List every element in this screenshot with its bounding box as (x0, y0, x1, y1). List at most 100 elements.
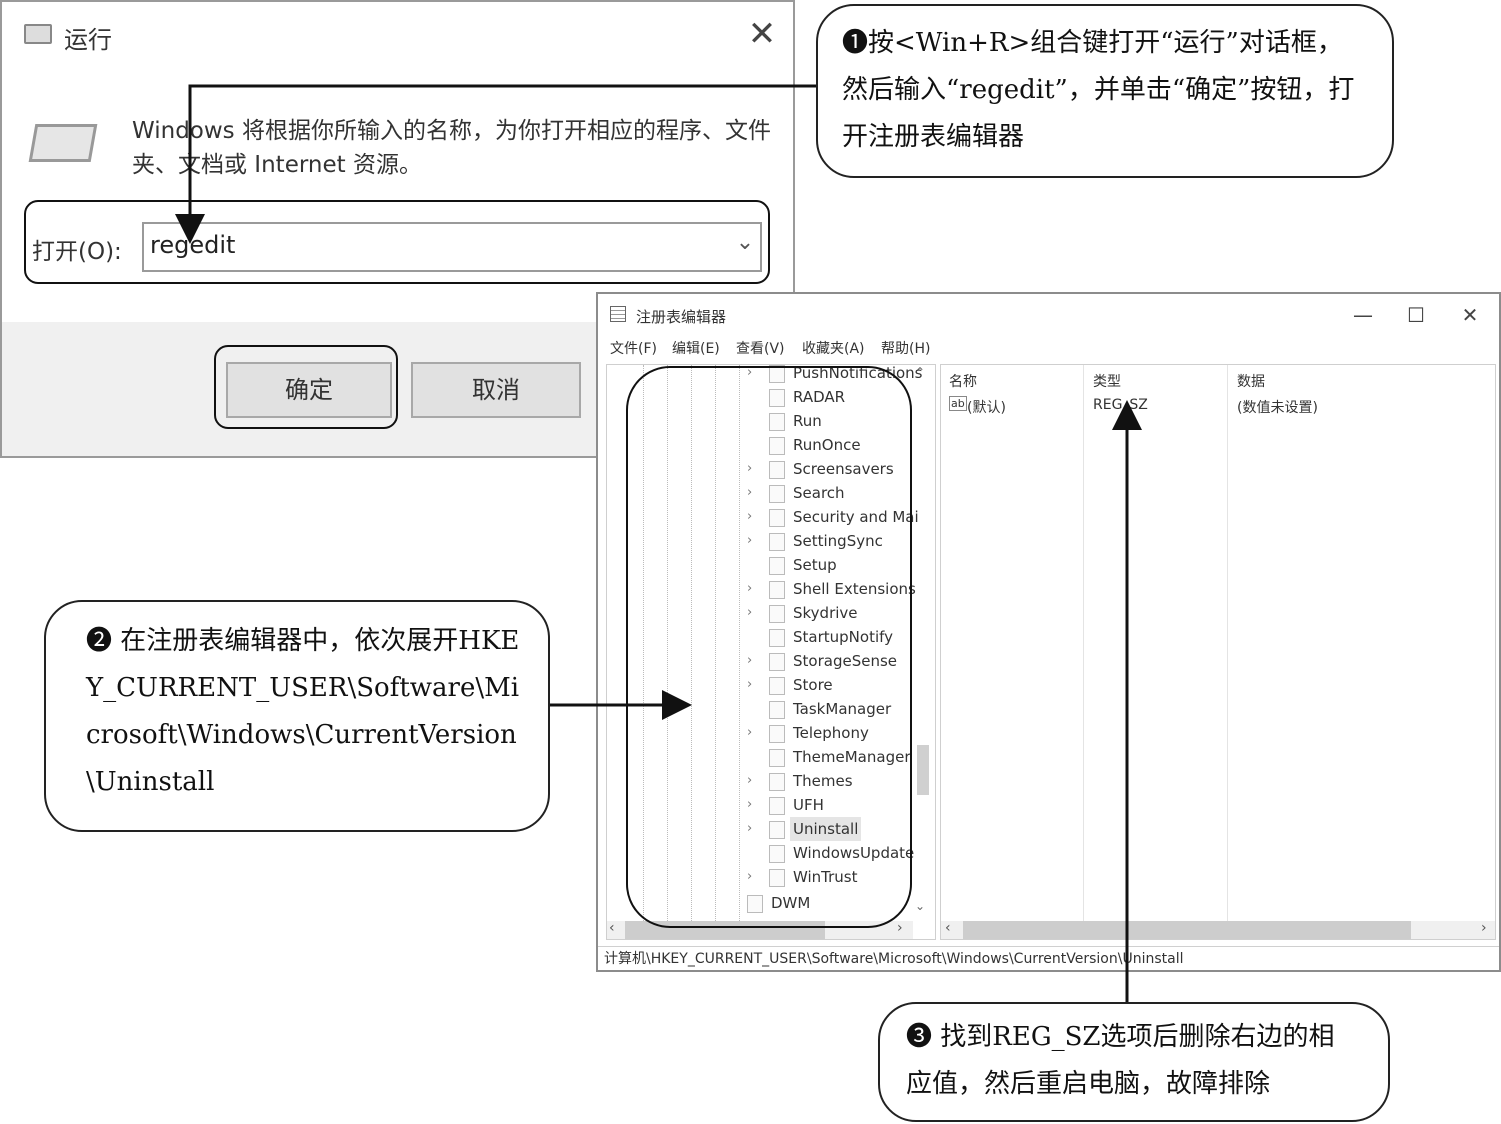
scroll-left-icon[interactable]: ‹ (609, 920, 615, 936)
folder-icon (769, 725, 785, 743)
chevron-right-icon[interactable]: › (747, 581, 753, 596)
tree-item-label: RunOnce (793, 436, 861, 454)
folder-icon (769, 653, 785, 671)
callout-step1: ❶按<Win+R>组合键打开“运行”对话框，然后输入“regedit”，并单击“… (816, 4, 1394, 178)
ok-button[interactable]: 确定 (226, 362, 392, 418)
regedit-menubar: 文件(F) 编辑(E) 查看(V) 收藏夹(A) 帮助(H) (598, 334, 1499, 362)
tree-item-label: Security and Mai (793, 508, 919, 526)
callout-step2: ❷ 在注册表编辑器中，依次展开HKEY_CURRENT_USER\Softwar… (44, 600, 550, 832)
tree-item[interactable]: ›Screensavers (747, 457, 935, 481)
tree-item[interactable]: RADAR (747, 385, 935, 409)
tree-item-label: Setup (793, 556, 837, 574)
tree-item[interactable]: › SettingSync (747, 529, 935, 553)
highlight-tree (626, 366, 912, 928)
tree-scroll-down-icon[interactable]: ⌄ (915, 899, 926, 913)
scroll-right-icon[interactable]: › (1481, 920, 1487, 936)
column-type[interactable]: 类型 (1093, 374, 1121, 390)
chevron-right-icon[interactable]: › (747, 485, 753, 500)
menu-favorites[interactable]: 收藏夹(A) (802, 341, 865, 357)
tree-item-label: UFH (793, 796, 824, 814)
chevron-right-icon[interactable]: › (747, 509, 753, 524)
value-name[interactable]: (默认) (967, 400, 1006, 416)
menu-help[interactable]: 帮助(H) (881, 341, 931, 357)
chevron-right-icon[interactable]: › (747, 797, 753, 812)
tree-item[interactable]: TaskManager (747, 697, 935, 721)
folder-icon (769, 461, 785, 479)
folder-icon (769, 437, 785, 455)
tree-item[interactable]: ThemeManager (747, 745, 935, 769)
maximize-icon[interactable]: ☐ (1407, 303, 1425, 327)
folder-icon (769, 869, 785, 887)
regedit-app-icon (610, 306, 626, 322)
run-titlebar: 运行 ✕ (2, 2, 793, 68)
column-name[interactable]: 名称 (949, 374, 977, 390)
tree-scroll-up-icon[interactable]: ⌃ (915, 365, 926, 379)
chevron-right-icon[interactable]: › (747, 869, 753, 884)
tree-item-label: StorageSense (793, 652, 897, 670)
folder-icon (769, 413, 785, 431)
close-icon[interactable]: ✕ (747, 14, 777, 54)
column-data[interactable]: 数据 (1237, 374, 1265, 390)
tree-item[interactable]: › StorageSense (747, 649, 935, 673)
string-value-icon: ab (949, 396, 967, 411)
tree-item[interactable]: › Skydrive (747, 601, 935, 625)
tree-item[interactable]: Setup (747, 553, 935, 577)
value-data[interactable]: (数值未设置) (1237, 400, 1318, 416)
chevron-right-icon[interactable]: › (747, 461, 753, 476)
tree-item[interactable]: ›Shell Extensions (747, 577, 935, 601)
run-app-icon (24, 24, 52, 44)
tree-item-label: Run (793, 412, 822, 430)
folder-icon (769, 821, 785, 839)
tree-item[interactable]: ›Store (747, 673, 935, 697)
tree-item-label: Search (793, 484, 845, 502)
tree-item[interactable]: ›Themes (747, 769, 935, 793)
folder-icon (769, 509, 785, 527)
tree-hscroll-thumb[interactable] (625, 921, 825, 939)
folder-icon (769, 605, 785, 623)
scroll-left-icon[interactable]: ‹ (945, 920, 951, 936)
tree-item[interactable]: › Search (747, 481, 935, 505)
chevron-right-icon[interactable]: › (747, 653, 753, 668)
folder-icon (769, 485, 785, 503)
status-path: 计算机\HKEY_CURRENT_USER\Software\Microsoft… (598, 946, 1499, 970)
tree-item[interactable]: RunOnce (747, 433, 935, 457)
chevron-right-icon[interactable]: › (747, 605, 753, 620)
tree-item[interactable]: ›WinTrust (747, 865, 935, 889)
tree-item[interactable]: StartupNotify (747, 625, 935, 649)
chevron-right-icon[interactable]: › (747, 533, 753, 548)
regedit-title: 注册表编辑器 (636, 308, 727, 326)
tree-item-label: RADAR (793, 388, 846, 406)
folder-icon (769, 797, 785, 815)
chevron-right-icon[interactable]: › (747, 725, 753, 740)
chevron-right-icon[interactable]: › (747, 365, 753, 380)
scroll-right-icon[interactable]: › (897, 920, 903, 936)
menu-edit[interactable]: 编辑(E) (672, 341, 720, 357)
menu-file[interactable]: 文件(F) (610, 341, 657, 357)
tree-item-label: SettingSync (793, 532, 883, 550)
folder-icon (769, 773, 785, 791)
close-icon[interactable]: ✕ (1461, 303, 1479, 327)
tree-item-label: Telephony (793, 724, 869, 742)
minimize-icon[interactable]: — (1353, 303, 1373, 327)
tree-item[interactable]: ›Uninstall (747, 817, 935, 841)
folder-icon (769, 365, 785, 383)
tree-item[interactable]: › Security and Mai (747, 505, 935, 529)
tree-vscroll-thumb[interactable] (917, 745, 929, 795)
chevron-right-icon[interactable]: › (747, 821, 753, 836)
cancel-button[interactable]: 取消 (411, 362, 581, 418)
values-pane[interactable]: 名称 类型 数据 ab (默认) REG_SZ (数值未设置) ‹ › (940, 364, 1496, 940)
folder-icon (769, 581, 785, 599)
tree-item-parent[interactable]: DWM (725, 891, 915, 915)
menu-view[interactable]: 查看(V) (736, 341, 785, 357)
tree-item[interactable]: › Telephony (747, 721, 935, 745)
tree-item[interactable]: Run (747, 409, 935, 433)
values-hscroll-thumb[interactable] (963, 921, 1411, 939)
tree-item-label: Skydrive (793, 604, 858, 622)
chevron-right-icon[interactable]: › (747, 773, 753, 788)
value-type[interactable]: REG_SZ (1093, 397, 1148, 413)
tree-item[interactable]: WindowsUpdate (747, 841, 935, 865)
chevron-right-icon[interactable]: › (747, 677, 753, 692)
run-description: Windows 将根据你所输入的名称，为你打开相应的程序、文件夹、文档或 Int… (132, 118, 771, 178)
tree-item[interactable]: › UFH (747, 793, 935, 817)
